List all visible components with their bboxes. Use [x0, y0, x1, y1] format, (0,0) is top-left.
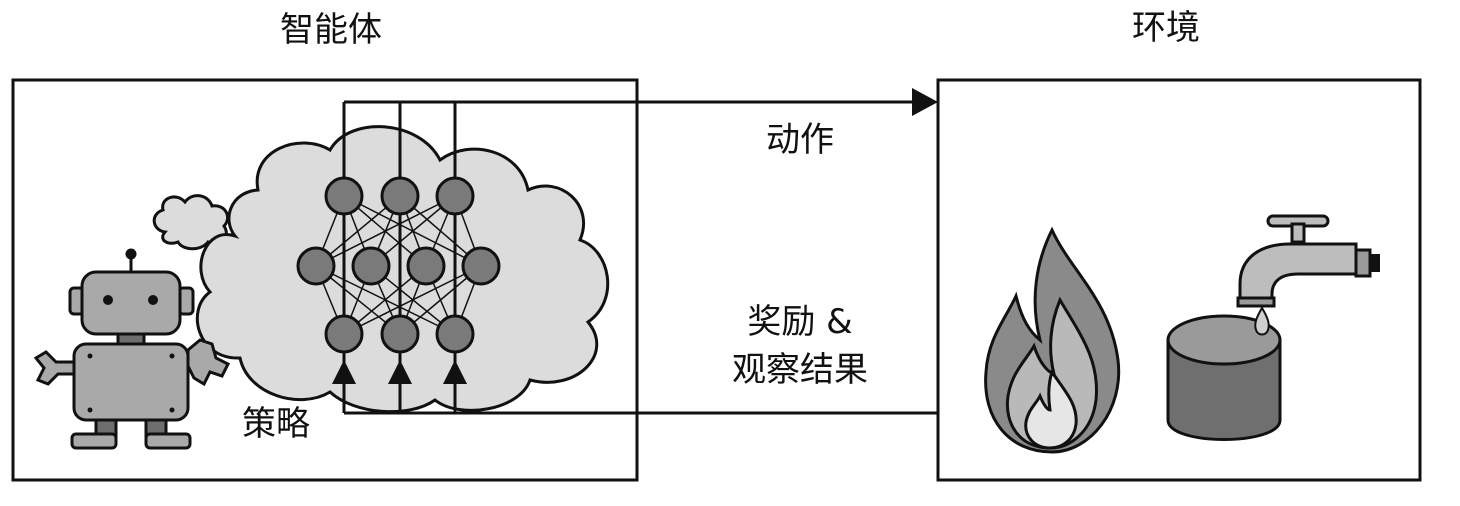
- network-input-arrows: [332, 360, 467, 384]
- neural-network-icon: [296, 176, 501, 354]
- network-node: [351, 246, 391, 286]
- network-edge: [315, 195, 456, 267]
- environment-box: [936, 78, 1422, 482]
- faucet-icon: [1236, 214, 1380, 308]
- observation-label: 观察结果: [732, 350, 868, 390]
- reward-label: 奖励 &: [747, 302, 853, 342]
- policy-label: 策略: [242, 404, 310, 444]
- action-arrow: [636, 88, 938, 116]
- network-node: [296, 246, 336, 286]
- action-label: 动作: [766, 120, 834, 160]
- agent-box: [11, 78, 639, 482]
- network-node: [380, 314, 420, 354]
- network-node: [324, 314, 364, 354]
- network-node: [324, 176, 364, 216]
- network-node: [461, 246, 501, 286]
- network-node: [380, 176, 420, 216]
- network-node: [435, 314, 475, 354]
- input-arrow-2: [388, 360, 412, 384]
- robot-icon: [33, 248, 231, 450]
- network-node: [406, 246, 446, 286]
- network-node: [435, 176, 475, 216]
- input-arrow-3: [443, 360, 467, 384]
- environment-title: 环境: [1132, 8, 1200, 48]
- water-tank-icon: [1166, 314, 1282, 441]
- agent-title: 智能体: [280, 10, 382, 50]
- fire-icon: [984, 226, 1121, 454]
- network-edge: [343, 265, 482, 335]
- policy-cloud: [195, 125, 610, 414]
- input-arrow-1: [332, 360, 356, 384]
- thought-bubble-icon: [152, 194, 229, 251]
- water-drop-icon: [1254, 306, 1270, 336]
